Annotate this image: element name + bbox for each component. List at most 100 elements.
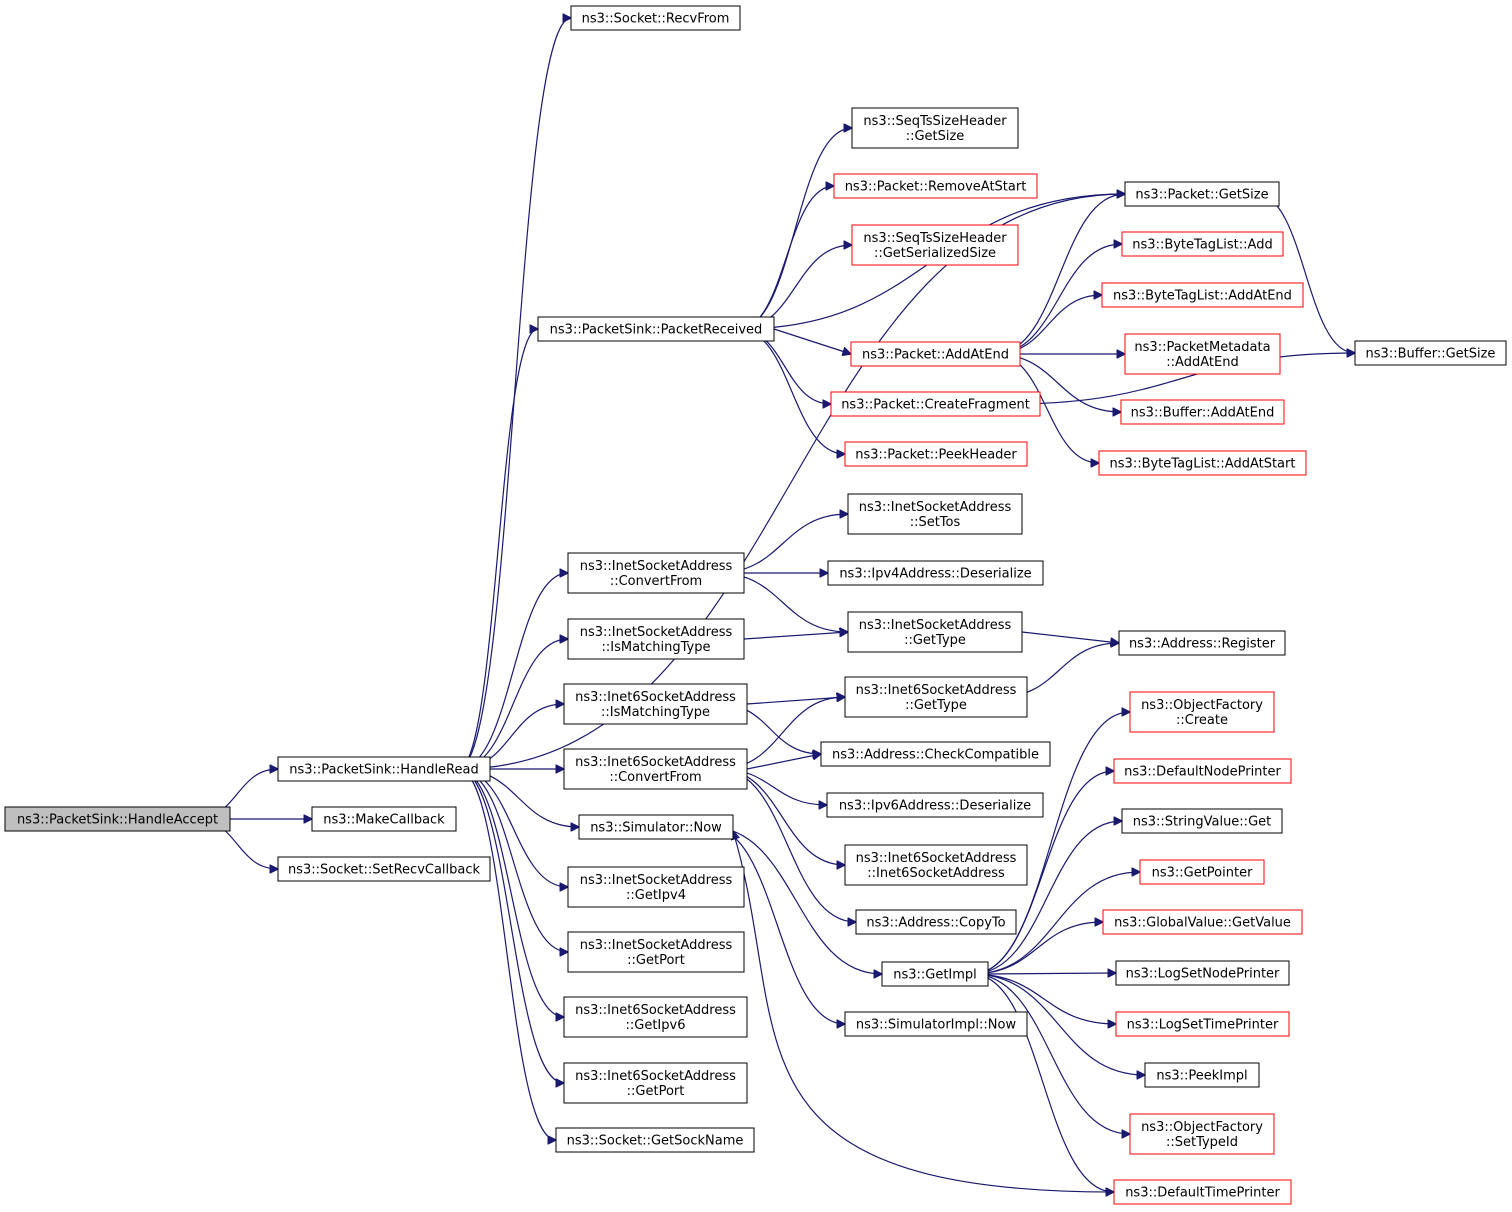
edge-path [972,771,1114,975]
node-label: ::Create [1176,713,1228,728]
node-box [567,931,745,973]
node-box [1101,282,1304,308]
node-inet6Ctor[interactable]: ns3::Inet6SocketAddress::Inet6SocketAddr… [844,844,1028,886]
edge-handleRead-to-inet6GetPort [458,768,564,1083]
node-box [1113,758,1292,784]
node-removeAtStart[interactable]: ns3::Packet::RemoveAtStart [833,173,1038,199]
node-packetGetSize[interactable]: ns3::Packet::GetSize [1124,181,1280,207]
node-seqGetSerialized[interactable]: ns3::SeqTsSizeHeader::GetSerializedSize [851,224,1019,266]
edge-path [994,194,1125,355]
node-defaultNodePrinter[interactable]: ns3::DefaultNodePrinter [1113,758,1292,784]
node-box [1124,181,1280,207]
node-label: ns3::GetPointer [1152,866,1253,881]
node-defaultTimePrinter[interactable]: ns3::DefaultTimePrinter [1113,1179,1292,1205]
edge-packetReceived-to-packetAddAtEnd [773,328,851,354]
edge-handleRead-to-packetReceived [458,329,538,770]
node-checkCompatible[interactable]: ns3::Address::CheckCompatible [820,741,1051,767]
node-inetGetIpv4[interactable]: ns3::InetSocketAddress::GetIpv4 [567,866,745,908]
node-label: ns3::Buffer::GetSize [1366,347,1496,362]
node-box [1121,808,1283,834]
node-inet6GetPort[interactable]: ns3::Inet6SocketAddress::GetPort [563,1062,748,1104]
node-label: ns3::Packet::GetSize [1135,188,1268,203]
node-getSockName[interactable]: ns3::Socket::GetSockName [555,1127,755,1153]
node-inet6GetIpv6[interactable]: ns3::Inet6SocketAddress::GetIpv6 [563,996,748,1038]
node-objFactorySetTypeId[interactable]: ns3::ObjectFactory::SetTypeId [1129,1113,1275,1155]
node-byteTagAddAtEnd[interactable]: ns3::ByteTagList::AddAtEnd [1101,282,1304,308]
node-globalValueGet[interactable]: ns3::GlobalValue::GetValue [1102,909,1303,935]
node-addressRegister[interactable]: ns3::Address::Register [1118,630,1286,656]
node-label: ns3::Ipv6Address::Deserialize [839,799,1031,814]
node-recvFrom[interactable]: ns3::Socket::RecvFrom [570,5,741,31]
node-inet6GetType[interactable]: ns3::Inet6SocketAddress::GetType [844,676,1028,718]
edge-path [733,831,1115,1193]
node-makeCallback[interactable]: ns3::MakeCallback [311,806,457,832]
edge-path [972,973,1114,1192]
node-packetAddAtEnd[interactable]: ns3::Packet::AddAtEnd [850,341,1021,367]
node-stringValueGet[interactable]: ns3::StringValue::Get [1121,808,1283,834]
edge-path [709,826,845,1024]
node-bufferAddAtEnd[interactable]: ns3::Buffer::AddAtEnd [1120,399,1285,425]
node-box [1139,859,1265,885]
node-box [855,909,1017,935]
node-pktMetaAddAtEnd[interactable]: ns3::PacketMetadata::AddAtEnd [1124,333,1281,375]
node-label: ns3::Packet::AddAtEnd [862,348,1009,363]
node-byteTagAdd[interactable]: ns3::ByteTagList::Add [1121,231,1284,257]
node-inetGetPort[interactable]: ns3::InetSocketAddress::GetPort [567,931,745,973]
edge-packetReceived-to-peekHeader [738,328,845,454]
node-bufferGetSize[interactable]: ns3::Buffer::GetSize [1354,340,1507,366]
edge-handleRead-to-inetIsMatching [458,639,568,770]
node-packetReceived[interactable]: ns3::PacketSink::PacketReceived [537,316,775,342]
node-byteTagAddAtStart[interactable]: ns3::ByteTagList::AddAtStart [1098,450,1307,476]
node-ipv4Deserialize[interactable]: ns3::Ipv4Address::Deserialize [827,560,1044,586]
node-label: ns3::InetSocketAddress [580,559,733,574]
node-addressCopyTo[interactable]: ns3::Address::CopyTo [855,909,1017,935]
node-box [1120,399,1285,425]
node-handleAccept[interactable]: ns3::PacketSink::HandleAccept [4,806,231,832]
node-getPointer[interactable]: ns3::GetPointer [1139,859,1265,885]
node-box [847,611,1023,653]
node-box [570,5,741,31]
node-label: ::SetTypeId [1166,1135,1238,1150]
edge-packetReceived-to-seqGetSerialized [738,245,852,330]
node-handleRead[interactable]: ns3::PacketSink::HandleRead [277,756,491,782]
node-label: ns3::InetSocketAddress [580,625,733,640]
node-peekHeader[interactable]: ns3::Packet::PeekHeader [844,441,1028,467]
edge-inetIsMatching-to-inetGetType [743,632,848,640]
node-label: ::ConvertFrom [610,574,702,589]
node-inet6IsMatching[interactable]: ns3::Inet6SocketAddress::IsMatchingType [563,683,748,725]
edge-simNow-to-simImplNow [709,826,845,1024]
node-inetGetType[interactable]: ns3::InetSocketAddress::GetType [847,611,1023,653]
node-inetConvertFrom[interactable]: ns3::InetSocketAddress::ConvertFrom [567,552,745,594]
edge-path [972,973,1145,1075]
node-box [1144,1062,1260,1088]
node-setRecvCallback[interactable]: ns3::Socket::SetRecvCallback [277,856,491,882]
node-logSetNodePrinter[interactable]: ns3::LogSetNodePrinter [1115,960,1290,986]
node-label: ns3::ObjectFactory [1141,1120,1263,1135]
node-label: ns3::SeqTsSizeHeader [863,231,1007,246]
node-box [563,1062,748,1104]
node-box [4,806,231,832]
node-peekImpl[interactable]: ns3::PeekImpl [1144,1062,1260,1088]
node-seqGetSize[interactable]: ns3::SeqTsSizeHeader::GetSize [851,107,1019,149]
node-box [844,441,1028,467]
node-objFactoryCreate[interactable]: ns3::ObjectFactory::Create [1129,691,1275,733]
node-label: ns3::Ipv4Address::Deserialize [839,567,1031,582]
node-box [311,806,457,832]
node-box [844,1011,1028,1037]
node-inet6ConvertFrom[interactable]: ns3::Inet6SocketAddress::ConvertFrom [563,748,748,790]
node-inetIsMatching[interactable]: ns3::InetSocketAddress::IsMatchingType [567,618,745,660]
node-simNow[interactable]: ns3::Simulator::Now [578,814,734,840]
node-label: ns3::PacketSink::HandleAccept [17,813,218,828]
node-simImplNow[interactable]: ns3::SimulatorImpl::Now [844,1011,1028,1037]
node-box [277,756,491,782]
edge-path [738,128,852,330]
node-inetSetTos[interactable]: ns3::InetSocketAddress::SetTos [847,493,1023,535]
node-ipv6Deserialize[interactable]: ns3::Ipv6Address::Deserialize [826,792,1044,818]
node-logSetTimePrinter[interactable]: ns3::LogSetTimePrinter [1115,1011,1290,1037]
node-label: ns3::GlobalValue::GetValue [1114,916,1291,931]
node-createFragment[interactable]: ns3::Packet::CreateFragment [830,391,1041,417]
edge-getImpl-to-stringValueGet [972,821,1122,975]
node-box [537,316,775,342]
node-label: ns3::Simulator::Now [590,821,722,836]
node-getImpl[interactable]: ns3::GetImpl [881,961,989,987]
